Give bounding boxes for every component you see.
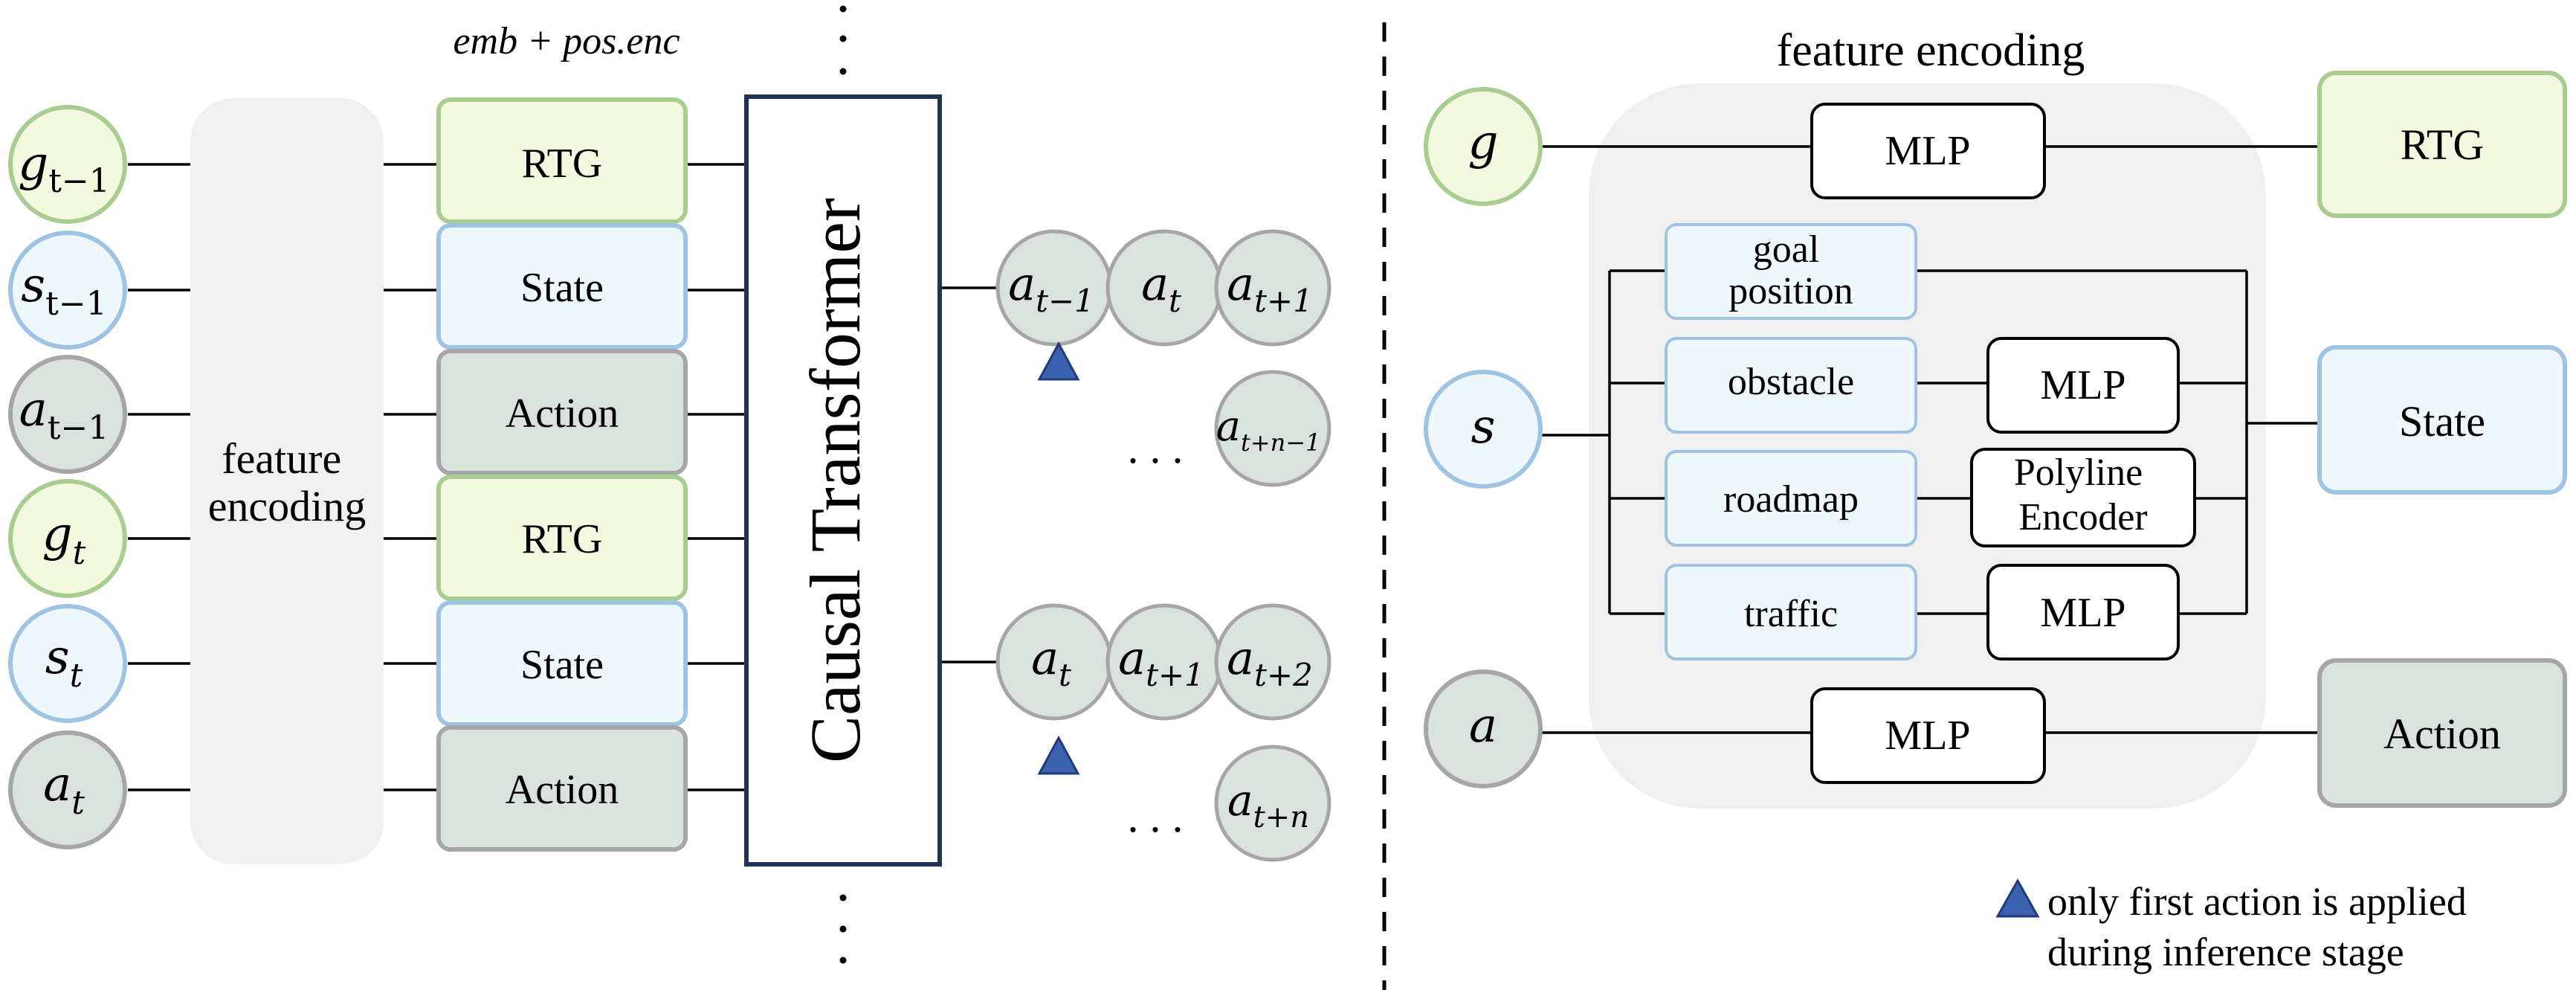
svg-text:RTG: RTG — [2401, 120, 2485, 169]
output-label: at+n — [1227, 775, 1309, 835]
right-diagram: feature encoding — [1424, 25, 2567, 974]
legend-line-1: only first action is applied — [2047, 879, 2467, 924]
output-label: at−1 — [1008, 257, 1094, 319]
output-label: at+2 — [1227, 631, 1313, 693]
svg-text:a: a — [1469, 698, 1497, 753]
svg-text:gt: gt — [42, 507, 86, 572]
legend: only first action is applied during infe… — [1995, 878, 2467, 974]
s-symbol-circle: s — [1424, 370, 1543, 489]
input-subscript: t−1 — [48, 162, 110, 200]
polyline-encoder: Polyline Encoder — [1970, 448, 2196, 547]
input-symbol: g — [42, 507, 73, 562]
input-subscript: t−1 — [45, 285, 107, 323]
input-subscript: t−1 — [48, 409, 109, 447]
input-symbol: g — [18, 137, 48, 192]
output-state: State — [2317, 345, 2567, 495]
svg-text:gt−1: gt−1 — [18, 137, 110, 200]
input-symbol: a — [43, 757, 71, 812]
output-label: at+n−1 — [1216, 402, 1321, 457]
svg-text:MLP: MLP — [2040, 590, 2125, 636]
input-circle-a-t: at — [8, 730, 127, 849]
output-label: at — [1141, 257, 1181, 319]
output-label: at+1 — [1118, 631, 1204, 693]
svg-text:st−1: st−1 — [21, 258, 106, 323]
input-circle-g-t-1: gt−1 — [8, 105, 127, 224]
input-symbol: s — [21, 258, 45, 313]
ellipsis: . . . — [1128, 792, 1184, 841]
input-circle-g-t: gt — [8, 479, 127, 598]
input-circle-s-t-1: st−1 — [8, 231, 127, 350]
svg-text:goal position: goal position — [1728, 228, 1853, 312]
svg-text:Action: Action — [2383, 710, 2501, 758]
mlp-obstacle: MLP — [1986, 337, 2180, 434]
left-diagram: emb + pos.enc feature encoding gt−1 st−1 — [8, 5, 1331, 964]
right-connectors — [1540, 145, 2320, 734]
svg-text:obstacle: obstacle — [1728, 361, 1854, 403]
token-label: RTG — [522, 516, 603, 562]
svg-text:roadmap: roadmap — [1723, 478, 1859, 521]
svg-text:at: at — [43, 757, 85, 822]
first-action-triangle-icon — [1037, 341, 1080, 381]
svg-text:at−1: at−1 — [19, 382, 109, 447]
token-state-2: State — [436, 600, 688, 727]
input-circle-a-t-1: at−1 — [8, 355, 127, 474]
first-action-triangle-icon — [1037, 735, 1080, 775]
a-symbol-circle: a — [1424, 669, 1543, 788]
legend-triangle-icon — [1995, 878, 2040, 918]
svg-text:st: st — [45, 630, 83, 695]
svg-text:Polyline Encoder: Polyline Encoder — [2014, 451, 2152, 539]
input-subscript: t — [70, 657, 83, 695]
token-label: RTG — [522, 141, 603, 187]
mlp-traffic: MLP — [1986, 564, 2180, 660]
input-circle-s-t: st — [8, 604, 127, 723]
output-action: Action — [2317, 658, 2567, 808]
input-symbol: a — [19, 382, 48, 437]
token-state-1: State — [436, 223, 688, 350]
token-rtg-1: RTG — [436, 97, 688, 224]
vertical-ellipsis — [839, 5, 847, 964]
token-label: Action — [506, 390, 619, 437]
input-circles: gt−1 st−1 at−1 gt — [8, 105, 127, 849]
svg-text:MLP: MLP — [1885, 713, 1970, 759]
feature-goal-position: goal position — [1665, 223, 1917, 320]
ellipsis: . . . — [1128, 423, 1184, 472]
svg-text:s: s — [1471, 399, 1496, 454]
feature-traffic: traffic — [1665, 564, 1917, 660]
transformer-label: Causal Transformer — [795, 198, 875, 763]
token-label: State — [520, 642, 604, 688]
token-action-1: Action — [436, 349, 688, 475]
input-subscript: t — [73, 534, 86, 572]
svg-text:State: State — [2399, 397, 2485, 446]
output-label: at+1 — [1227, 257, 1313, 319]
feature-encoding-title: feature encoding — [1777, 25, 2085, 76]
causal-transformer: Causal Transformer — [744, 94, 942, 867]
mlp-goal: MLP — [1810, 103, 2046, 199]
token-action-2: Action — [436, 725, 688, 852]
feature-encoding-band — [190, 98, 384, 864]
embedding-header: emb + pos.enc — [453, 20, 679, 62]
input-subscript: t — [71, 784, 85, 822]
feature-roadmap: roadmap — [1665, 450, 1917, 547]
token-label: Action — [506, 767, 619, 813]
svg-text:traffic: traffic — [1744, 593, 1838, 635]
mlp-action: MLP — [1810, 687, 2046, 784]
output-label: at — [1031, 631, 1071, 693]
token-label: State — [520, 265, 604, 311]
output-rtg: RTG — [2317, 71, 2567, 218]
g-symbol-circle: g — [1424, 87, 1543, 206]
feature-encoding-label: feature encoding — [208, 434, 367, 530]
left-connectors — [128, 163, 998, 791]
output-group-top: at−1 at at+1 . . . at+n−1 — [995, 229, 1331, 487]
svg-text:MLP: MLP — [2040, 362, 2125, 408]
svg-text:MLP: MLP — [1885, 128, 1970, 174]
feature-obstacle: obstacle — [1665, 337, 1917, 434]
svg-text:g: g — [1468, 115, 1499, 170]
token-boxes: RTG State Action RTG State Action — [436, 97, 688, 852]
legend-line-2: during inference stage — [2047, 930, 2404, 974]
input-symbol: s — [45, 630, 70, 685]
output-group-bottom: at at+1 at+2 . . . at+n — [995, 603, 1331, 862]
token-rtg-2: RTG — [436, 475, 688, 601]
